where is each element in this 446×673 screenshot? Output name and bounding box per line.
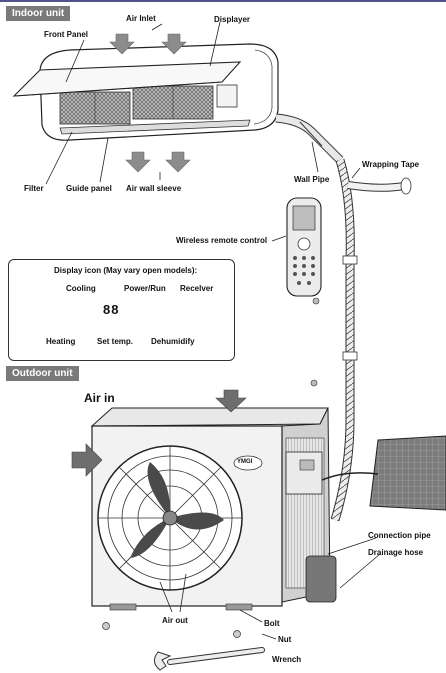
label-filter: Filter: [24, 184, 44, 193]
label-displayer: Displayer: [214, 15, 251, 24]
display-panel-title: Display icon (May vary open models):: [54, 266, 198, 275]
label-air-wall-sleeve: Air wall sleeve: [126, 184, 182, 193]
label-air-out: Air out: [162, 616, 188, 625]
outdoor-unit-header: Outdoor unit: [6, 366, 79, 381]
wrapped-pipe: [330, 158, 412, 522]
label-dehumidify: Dehumidify: [151, 337, 195, 346]
label-heating: Heating: [46, 337, 76, 346]
label-set-temp: Set temp.: [97, 337, 134, 346]
label-nut: Nut: [278, 635, 292, 644]
display-icon-panel: [8, 259, 235, 361]
label-guide-panel: Guide panel: [66, 184, 112, 193]
label-wrapping-tape: Wrapping Tape: [362, 160, 420, 169]
label-receiver: Recelver: [180, 284, 214, 293]
indoor-unit: [12, 43, 344, 164]
label-air-inlet: Air Inlet: [126, 14, 156, 23]
label-power-run: Power/Run: [124, 284, 166, 293]
label-drainage-hose: Drainage hose: [368, 548, 424, 557]
air-arrows-outdoor: [71, 389, 247, 477]
label-connection-pipe: Connection pipe: [368, 531, 431, 540]
indoor-unit-header: Indoor unit: [6, 6, 71, 21]
air-arrows-indoor: [109, 33, 191, 173]
label-cooling: Cooling: [66, 284, 96, 293]
outdoor-unit: [90, 407, 337, 611]
solar-panel: [321, 435, 446, 511]
display-digits: 88: [103, 302, 120, 317]
remote-control: [286, 197, 322, 297]
wrench-drawing: [154, 647, 265, 671]
label-front-panel: Front Panel: [44, 30, 89, 39]
label-air-in: Air in: [84, 391, 115, 405]
label-bolt: Bolt: [264, 619, 280, 628]
brand-badge: YMGI: [237, 459, 253, 465]
label-remote: Wireless remote control: [176, 236, 268, 245]
label-wall-pipe: Wall Pipe: [294, 175, 330, 184]
label-wrench: Wrench: [272, 655, 302, 664]
